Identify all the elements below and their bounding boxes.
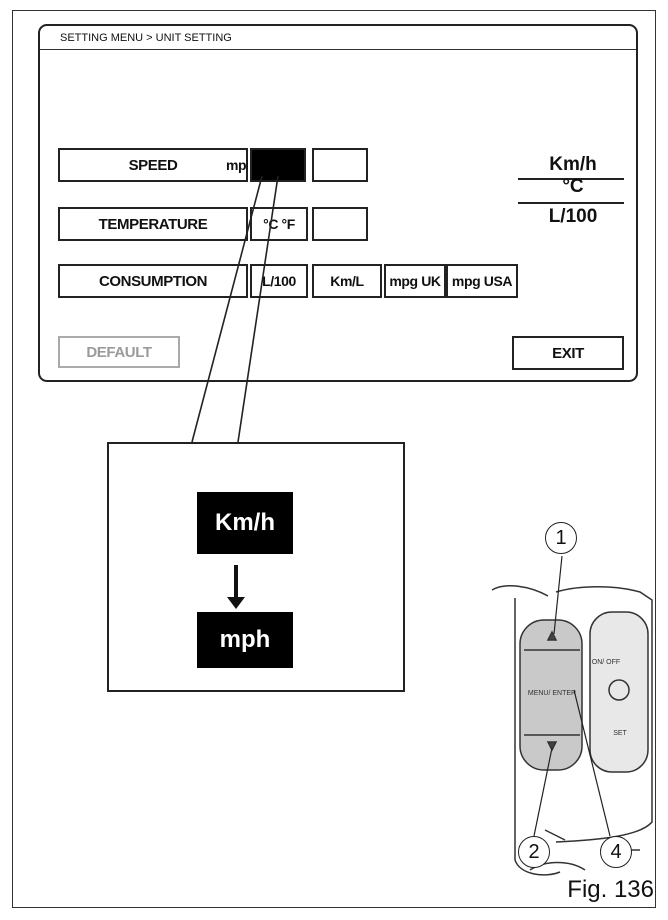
consumption-option-mpg-usa[interactable]: mpg USA [446,264,518,298]
menu-enter-text: MENU/ ENTER [528,690,576,697]
consumption-option-kml-text: Km/L [330,273,364,289]
resume-icon [608,679,630,701]
temperature-option-c-f[interactable]: °C °F [250,207,308,241]
temperature-label-text: TEMPERATURE [98,215,208,233]
consumption-option-l100-text: L/100 [262,273,296,289]
consumption-option-l100[interactable]: L/100 [250,264,308,298]
unit-divider-1 [518,178,624,180]
speed-option-mph-text: mph [226,157,248,173]
callout-2: 2 [518,836,550,868]
callout-4-leader [573,689,611,837]
down-pad-arrow-icon [546,741,558,752]
cruise-button-pad [589,611,649,773]
exit-button-label: EXIT [552,344,584,362]
consumption-option-mpg-uk-text: mpg UK [389,273,441,289]
speed-label[interactable]: SPEED [58,148,248,182]
pointer-line-right [237,175,279,443]
current-consumption-unit: L/100 [548,206,598,227]
housing-outline-left [514,598,561,876]
callout-4: 4 [600,836,632,868]
consumption-option-kml[interactable]: Km/L [312,264,382,298]
callout-2-leader [533,747,553,837]
speed-option-mph[interactable]: mph [226,148,248,182]
speed-label-text: SPEED [128,156,178,174]
from-unit-tag: Km/h [197,492,293,554]
consumption-option-mpg-usa-text: mpg USA [451,273,513,289]
figure-label: Fig. 136 [567,876,654,903]
consumption-option-mpg-uk[interactable]: mpg UK [384,264,446,298]
default-button-label: DEFAULT [86,343,152,361]
consumption-label[interactable]: CONSUMPTION [58,264,248,298]
menu-button-pad [519,619,583,771]
consumption-label-text: CONSUMPTION [98,272,208,290]
temperature-label[interactable]: TEMPERATURE [58,207,248,241]
callout-1: 1 [545,522,577,554]
current-speed-unit: Km/h [549,154,597,175]
housing-outline-right [555,586,653,843]
breadcrumb: SETTING MENU > UNIT SETTING [40,26,636,50]
current-temperature-unit: °C [562,176,584,197]
set-text: SET [613,730,627,737]
unit-setting-screen: SETTING MENU > UNIT SETTING SPEED mph TE… [38,24,638,382]
on-off-text: ON/ OFF [592,659,620,666]
down-arrow-shaft [234,565,238,599]
lever-outline [491,584,549,597]
up-arrow-icon [546,630,558,641]
temperature-option-empty[interactable] [312,207,368,241]
speed-option-gap [248,148,250,182]
pointer-line-left [191,175,263,443]
exit-button[interactable]: EXIT [512,336,624,370]
page-frame [12,10,656,908]
speed-option-empty[interactable] [312,148,368,182]
unit-divider-2 [518,202,624,204]
pad-dividers [524,649,580,736]
down-arrow-icon [227,597,245,609]
to-unit-tag: mph [197,612,293,668]
default-button[interactable]: DEFAULT [58,336,180,368]
callout-1-leader [553,555,563,635]
